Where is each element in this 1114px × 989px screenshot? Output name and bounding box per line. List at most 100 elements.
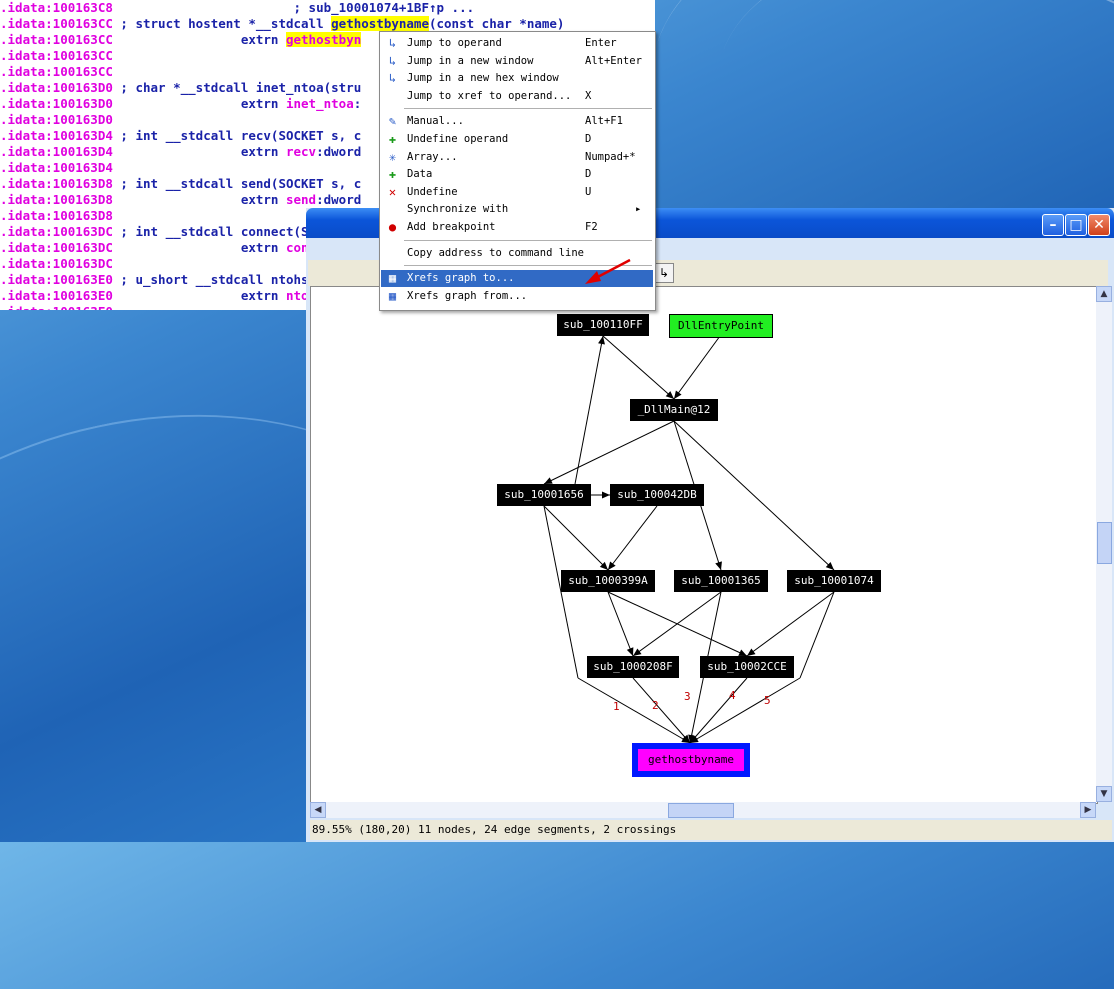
graph-edge	[574, 335, 604, 485]
listing-address: .idata:100163CC	[0, 48, 113, 63]
graph-node[interactable]: sub_10001074	[787, 570, 881, 592]
extern-symbol[interactable]: inet_ntoa	[285, 96, 354, 111]
menu-item-shortcut: U	[585, 185, 592, 198]
menu-item[interactable]: ▦Xrefs graph from...	[381, 288, 653, 305]
xrefs-to-icon: ▦	[388, 271, 397, 286]
listing-line[interactable]: .idata:100163CC	[0, 64, 113, 80]
listing-line[interactable]: .idata:100163D8 ; int __stdcall send(SOC…	[0, 176, 361, 192]
listing-line[interactable]: .idata:100163D4 ; int __stdcall recv(SOC…	[0, 128, 361, 144]
listing-address: .idata:100163D4	[0, 144, 113, 159]
listing-line[interactable]: .idata:100163DC	[0, 256, 113, 272]
listing-line[interactable]: .idata:100163D0 ; char *__stdcall inet_n…	[0, 80, 361, 96]
listing-line[interactable]: .idata:100163D0 extrn inet_ntoa:	[0, 96, 361, 112]
graph-node[interactable]: sub_100042DB	[610, 484, 704, 506]
menu-item-shortcut: F2	[585, 221, 598, 233]
xrefs-graph-window[interactable]: – □ ✕ ↳ sub_100110FF DllEntryPoint _DllMai…	[306, 208, 1114, 842]
edge-label: 5	[764, 694, 771, 707]
close-button[interactable]: ✕	[1088, 214, 1110, 236]
edge-arrowhead	[738, 649, 747, 656]
listing-line[interactable]: .idata:100163CC	[0, 48, 113, 64]
menu-item[interactable]: ✎Manual...Alt+F1	[381, 113, 653, 130]
extern-symbol[interactable]: send	[285, 192, 317, 207]
edge-arrowhead	[544, 477, 553, 484]
edge-arrowhead	[598, 336, 605, 345]
horizontal-scroll-thumb[interactable]	[668, 803, 734, 818]
graph-node[interactable]: sub_1000399A	[561, 570, 655, 592]
graph-canvas[interactable]: sub_100110FF DllEntryPoint _DllMain@12 sub_…	[310, 286, 1098, 804]
listing-address: .idata:100163E0	[0, 272, 113, 287]
menu-item[interactable]: Jump to xref to operand...X	[381, 88, 653, 105]
listing-address: .idata:100163D8	[0, 176, 113, 191]
menu-item-shortcut: Alt+F1	[585, 115, 623, 128]
graph-node[interactable]: _DllMain@12	[630, 399, 718, 421]
manual-icon: ✎	[388, 114, 397, 129]
graph-edge	[746, 591, 835, 657]
array-icon: ✳	[388, 149, 397, 164]
highlighted-symbol[interactable]: gethostbyn	[285, 32, 362, 47]
menu-item[interactable]: ↳Jump in a new hex window	[381, 70, 653, 87]
listing-line[interactable]: .idata:100163D0	[0, 112, 113, 128]
edge-arrowhead	[690, 735, 699, 743]
graph-node[interactable]: sub_10001365	[674, 570, 768, 592]
scroll-up-button[interactable]: ▲	[1096, 286, 1112, 302]
minimize-button[interactable]: –	[1042, 214, 1064, 236]
listing-line[interactable]: .idata:100163CC ; struct hostent *__stdc…	[0, 16, 564, 32]
vertical-scroll-thumb[interactable]	[1097, 522, 1112, 564]
edge-arrowhead	[602, 491, 610, 499]
graph-node[interactable]: sub_1000208F	[587, 656, 679, 678]
listing-line[interactable]: .idata:100163DC ; int __stdcall connect(…	[0, 224, 361, 240]
xrefs-from-icon: ▦	[388, 288, 397, 303]
breakpoint-icon: ●	[388, 220, 397, 234]
edge-arrowhead	[682, 734, 690, 743]
highlighted-symbol[interactable]: gethostbyname	[331, 16, 429, 31]
edge-arrowhead	[633, 648, 642, 656]
menu-item-label: Jump in a new window	[407, 54, 534, 67]
scroll-down-button[interactable]: ▼	[1096, 786, 1112, 802]
listing-text: ; int __stdcall recv(SOCKET s, c	[112, 128, 362, 143]
listing-address: .idata:100163E0	[0, 288, 113, 303]
listing-address: .idata:100163D4	[0, 128, 113, 143]
graph-node[interactable]: sub_100110FF	[557, 314, 649, 336]
listing-line[interactable]: .idata:100163C8 ; sub_10001074+1BF↑p ...	[0, 0, 474, 16]
menu-item[interactable]: ✳Array...Numpad+*	[381, 149, 653, 166]
graph-edge	[543, 505, 609, 571]
edge-arrowhead	[608, 561, 616, 570]
graph-edge	[673, 335, 721, 400]
graph-node[interactable]: gethostbyname	[632, 743, 750, 777]
graph-edge	[632, 677, 691, 744]
listing-line[interactable]: .idata:100163CC extrn gethostbyn	[0, 32, 362, 48]
menu-item[interactable]: Copy address to command line	[381, 245, 653, 262]
scroll-left-button[interactable]: ◀	[310, 802, 326, 818]
listing-address: .idata:100163E0	[0, 304, 113, 310]
graph-tool-icon[interactable]: ↳	[654, 263, 674, 283]
maximize-button[interactable]: □	[1065, 214, 1087, 236]
menu-item[interactable]: Synchronize with▸	[381, 201, 653, 218]
listing-line[interactable]: .idata:100163D4	[0, 160, 113, 176]
listing-line[interactable]: .idata:100163D4 extrn recv:dword	[0, 144, 361, 160]
graph-node[interactable]: DllEntryPoint	[669, 314, 773, 338]
listing-line[interactable]: .idata:100163E0	[0, 304, 113, 310]
listing-line[interactable]: .idata:100163D8	[0, 208, 113, 224]
graph-node[interactable]: sub_10001656	[497, 484, 591, 506]
listing-tail: :	[353, 96, 362, 111]
menu-item[interactable]: ▦Xrefs graph to...	[381, 270, 653, 288]
menu-item-label: Jump in a new hex window	[407, 72, 559, 85]
graph-edge	[799, 591, 835, 679]
extern-symbol[interactable]: recv	[285, 144, 317, 159]
listing-address: .idata:100163D8	[0, 208, 113, 223]
menu-item-label: Jump to operand	[407, 37, 502, 49]
listing-line[interactable]: .idata:100163D8 extrn send:dword	[0, 192, 361, 208]
edge-label: 4	[729, 689, 736, 702]
horizontal-scrollbar[interactable]: ◀ ▶	[310, 802, 1096, 818]
scroll-right-button[interactable]: ▶	[1080, 802, 1096, 818]
menu-item-shortcut: Numpad+*	[585, 150, 636, 163]
graph-node[interactable]: sub_10002CCE	[700, 656, 794, 678]
vertical-scrollbar[interactable]: ▲ ▼	[1096, 286, 1112, 802]
